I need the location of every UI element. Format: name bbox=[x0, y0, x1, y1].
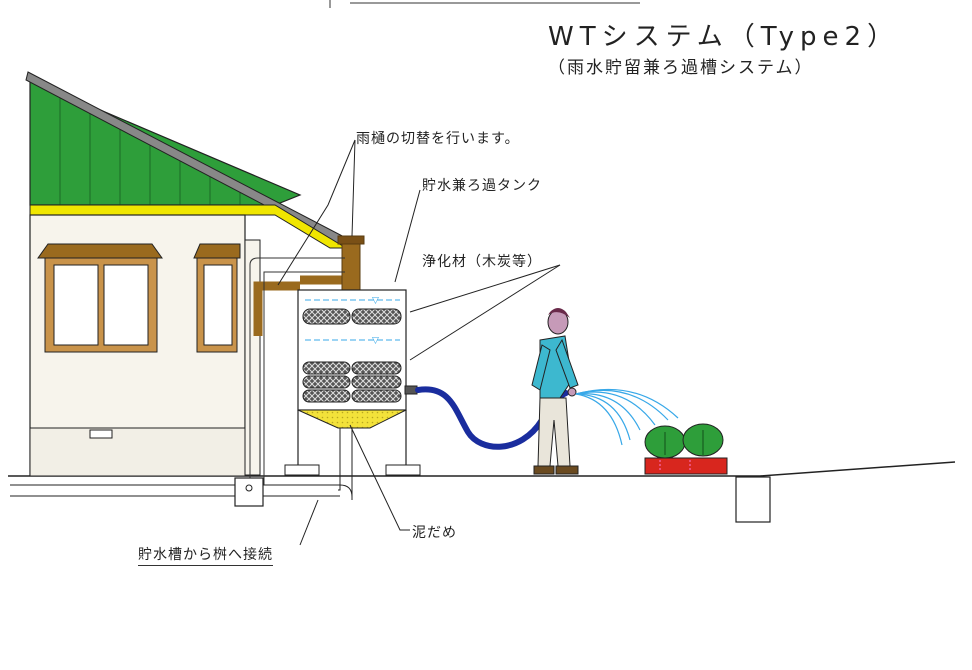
label-storage-tank: 貯水兼ろ過タンク bbox=[422, 178, 542, 194]
leader-lines bbox=[277, 139, 561, 546]
page-title: WTシステム（Type2） bbox=[548, 22, 900, 52]
house bbox=[25, 71, 351, 477]
downpipe bbox=[249, 235, 365, 485]
label-purifier: 浄化材（木炭等） bbox=[422, 254, 542, 270]
catch-basin bbox=[735, 476, 771, 523]
svg-text:▽: ▽ bbox=[372, 296, 379, 306]
label-gutter-switch: 雨樋の切替を行います。 bbox=[356, 131, 520, 147]
svg-text:▽: ▽ bbox=[372, 336, 379, 346]
ground-line bbox=[8, 461, 956, 477]
label-connect: 貯水槽から桝へ接続 bbox=[138, 544, 273, 566]
person-watering bbox=[531, 308, 579, 475]
drain-pipe bbox=[10, 477, 353, 507]
storage-tank: ▽ ▽ bbox=[284, 289, 421, 500]
planter bbox=[644, 423, 728, 475]
window-right bbox=[193, 243, 241, 353]
water-spray bbox=[575, 388, 679, 446]
page-subtitle: （雨水貯留兼ろ過槽システム） bbox=[548, 58, 814, 78]
window-left bbox=[37, 243, 163, 353]
label-sludge: 泥だめ bbox=[412, 525, 457, 541]
